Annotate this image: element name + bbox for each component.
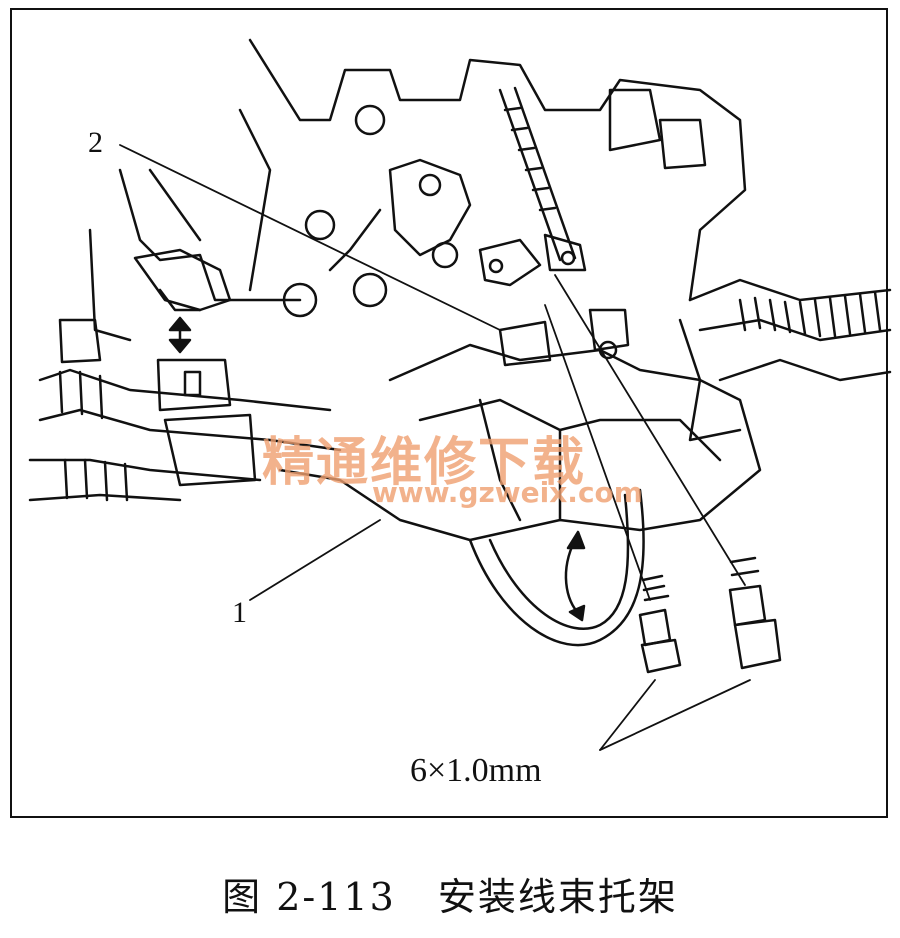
watermark-url: www.gzweix.com (372, 476, 643, 509)
figure-title: 安装线束托架 (437, 875, 678, 919)
watermark-text: 精通维修下载 (262, 433, 587, 493)
bolt-spec-label: 6×1.0mm (410, 752, 542, 789)
figure-number: 图 2-113 (222, 875, 396, 919)
figure-frame (10, 8, 888, 818)
callout-label-2: 2 (88, 126, 103, 159)
callout-label-1: 1 (232, 596, 247, 629)
figure-caption: 图 2-113 安装线束托架 (0, 866, 900, 921)
